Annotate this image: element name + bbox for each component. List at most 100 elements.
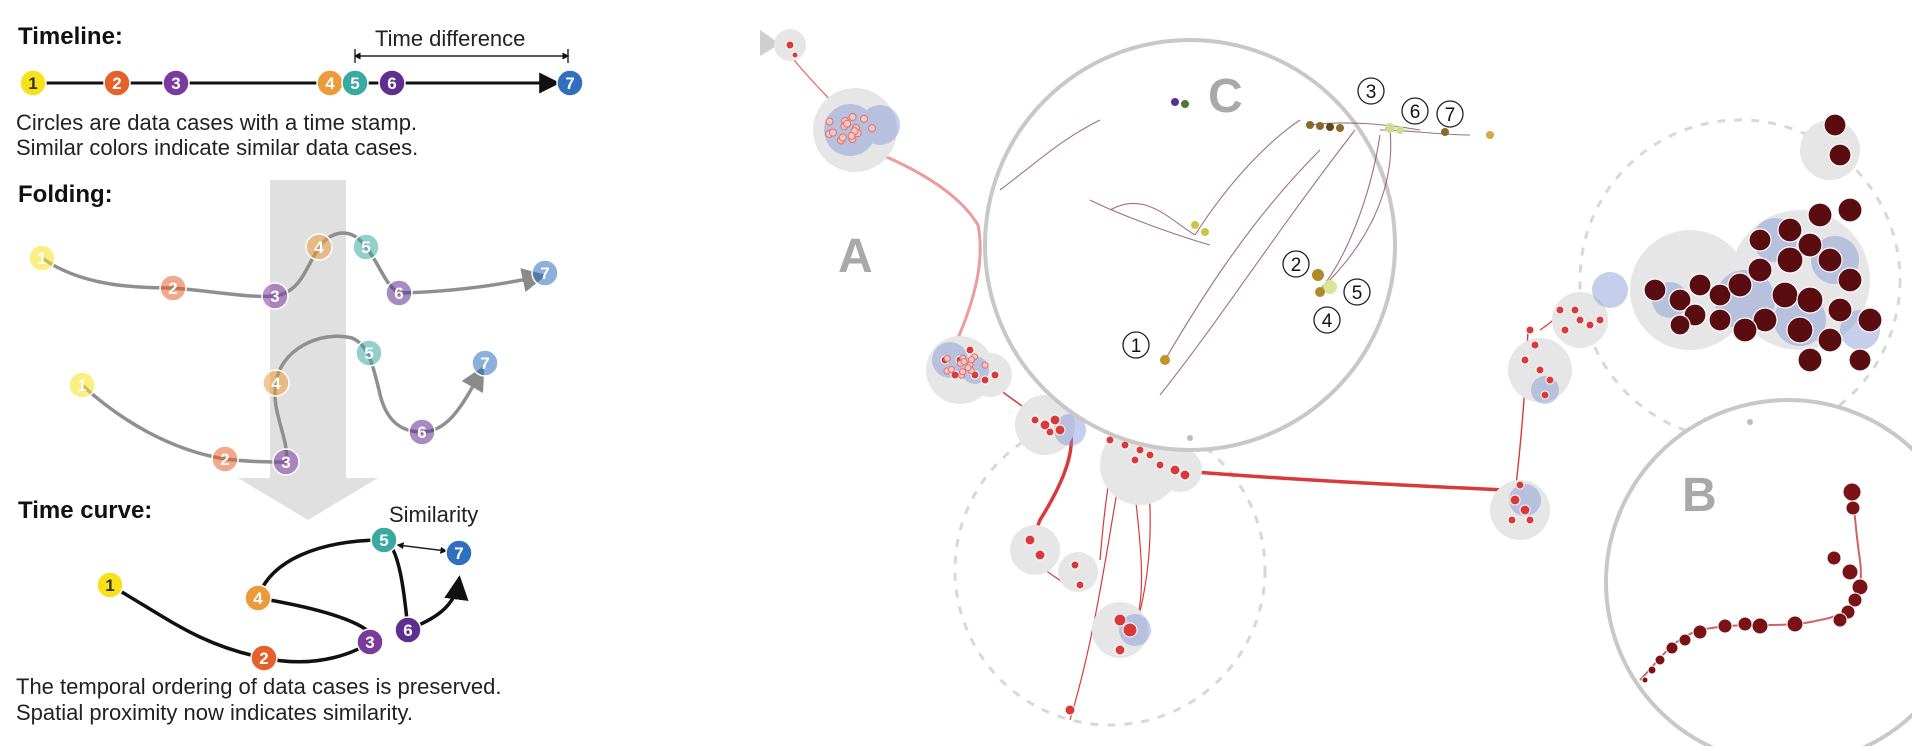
data-point <box>1727 272 1753 298</box>
data-point <box>943 355 951 363</box>
data-point <box>848 112 857 121</box>
data-point <box>1525 325 1535 335</box>
zoom-b-point <box>1717 618 1733 634</box>
data-point <box>1837 267 1863 293</box>
folding-heading: Folding: <box>18 181 113 208</box>
zoom-b-points <box>1641 482 1869 684</box>
data-point <box>1807 202 1833 228</box>
timeline-node-2: 2 <box>103 69 131 97</box>
data-point <box>1837 197 1863 223</box>
timeline-node-7: 7 <box>556 69 584 97</box>
time-curve-caption-2: Spatial proximity now indicates similari… <box>16 700 413 725</box>
zoom-b-point <box>1842 482 1862 502</box>
fold-upper-node-label-3: 3 <box>270 287 279 306</box>
time-curve-node-7: 7 <box>445 539 473 567</box>
data-point <box>1034 549 1046 561</box>
data-point <box>785 40 795 50</box>
data-point <box>1113 613 1127 627</box>
data-point <box>1771 281 1799 309</box>
zoom-c-marker-5: 5 <box>1343 278 1371 306</box>
data-point <box>959 368 967 376</box>
time-curve-node-label-2: 2 <box>259 649 268 668</box>
zoom-c-point <box>1396 126 1404 134</box>
fold-lower-node-1: 1 <box>68 371 96 399</box>
zoom-c-marker-label-5: 5 <box>1352 283 1363 304</box>
data-point <box>947 365 955 373</box>
data-point <box>1530 340 1540 350</box>
data-point <box>1054 424 1066 436</box>
panel-label-a: A <box>838 230 873 283</box>
timeline-heading: Timeline: <box>18 23 123 50</box>
data-point <box>1122 622 1138 638</box>
data-point <box>1643 278 1667 302</box>
data-point <box>843 119 852 128</box>
zoom-c-marker-1: 1 <box>1122 331 1150 359</box>
timeline-caption-2: Similar colors indicate similar data cas… <box>16 135 418 160</box>
data-point <box>859 114 868 123</box>
data-point <box>847 131 856 140</box>
data-point <box>1130 455 1140 465</box>
time-curve-node-2: 2 <box>250 644 278 672</box>
data-point <box>1545 375 1555 385</box>
data-point <box>1179 469 1191 481</box>
data-point <box>1668 288 1692 312</box>
zoom-b-point <box>1847 592 1863 608</box>
timeline-node-label-3: 3 <box>171 74 180 93</box>
data-point <box>1797 347 1823 373</box>
data-point <box>1525 515 1535 525</box>
time-curve-node-label-4: 4 <box>253 589 263 608</box>
data-point <box>1857 307 1883 333</box>
data-point <box>1535 365 1545 375</box>
data-point <box>1540 390 1550 400</box>
panel-label-c: C <box>1208 70 1243 123</box>
fold-upper-node-label-5: 5 <box>361 238 370 257</box>
data-point <box>1797 232 1823 258</box>
data-point <box>1748 228 1772 252</box>
fold-lower-node-label-5: 5 <box>364 344 373 363</box>
data-point <box>967 356 975 364</box>
zoom-c-point <box>1323 280 1337 294</box>
data-point <box>1509 494 1521 506</box>
fold-lower-node-label-7: 7 <box>480 354 489 373</box>
data-point <box>981 361 989 369</box>
zoom-c-marker-label-1: 1 <box>1131 336 1142 357</box>
timeline-node-3: 3 <box>162 69 190 97</box>
data-point <box>1114 644 1126 656</box>
zoom-c-connector <box>1187 435 1193 441</box>
zoom-b-point <box>1737 616 1753 632</box>
data-point <box>1823 113 1847 137</box>
zoom-c-point <box>1312 269 1324 281</box>
data-point <box>1105 435 1115 445</box>
time-curve-node-label-1: 1 <box>105 576 114 595</box>
fold-upper-node-3: 3 <box>261 282 289 310</box>
zoom-b-point <box>1692 624 1708 640</box>
zoom-c-point <box>1306 121 1314 129</box>
similarity-label: Similarity <box>389 502 478 527</box>
data-point <box>1827 297 1853 323</box>
timeline-node-label-4: 4 <box>325 74 335 93</box>
data-point <box>1732 317 1758 343</box>
zoom-b-point <box>1654 654 1666 666</box>
zoom-b-point <box>1841 563 1859 581</box>
zoom-region-right <box>1578 118 1902 442</box>
zoom-b-point <box>1826 550 1842 566</box>
zoom-b-point <box>1647 665 1657 675</box>
zoom-c-curves <box>999 119 1471 396</box>
zoom-b-point <box>1665 641 1679 655</box>
zoom-c-point <box>1486 131 1494 139</box>
fold-lower-node-label-3: 3 <box>281 453 290 472</box>
zoom-c-marker-label-7: 7 <box>1445 105 1456 126</box>
data-point <box>1520 355 1530 365</box>
data-point <box>1747 257 1773 283</box>
zoom-c-marker-3: 3 <box>1357 77 1385 105</box>
data-point <box>1049 414 1061 426</box>
main-data-points <box>785 40 1605 716</box>
start-marker <box>760 30 780 56</box>
data-point <box>1075 580 1085 590</box>
